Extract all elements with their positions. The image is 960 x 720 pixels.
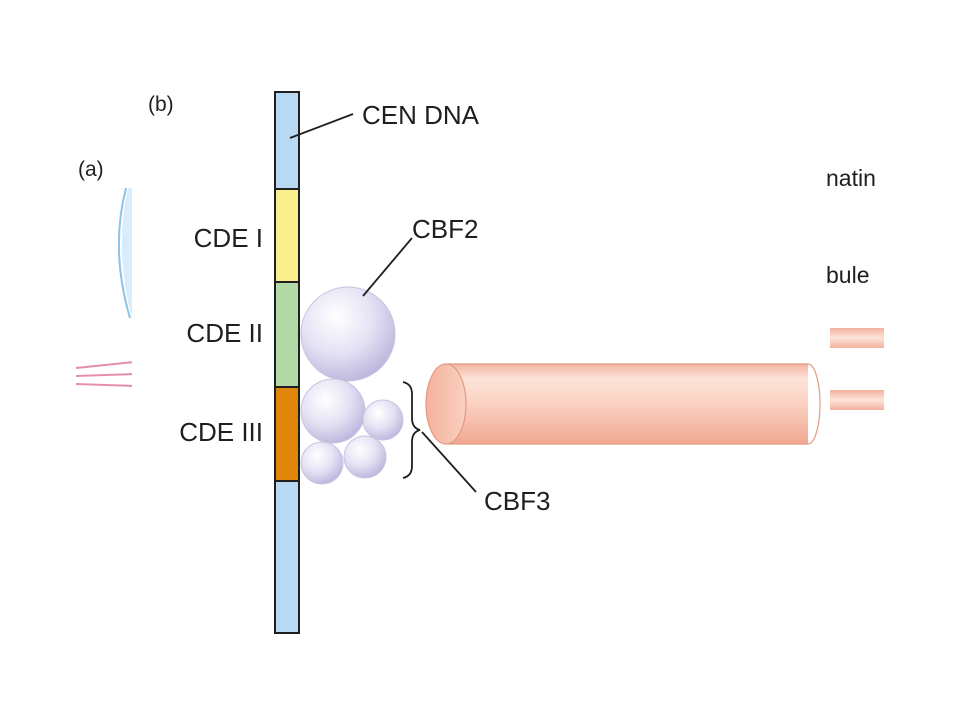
fiber-line-3 <box>75 383 135 387</box>
fiber-line-1 <box>75 361 135 369</box>
cde1-segment <box>275 189 299 282</box>
cen-dna-leader <box>289 113 354 139</box>
cbf2-leader <box>362 237 413 297</box>
microtubule-outline <box>446 363 821 445</box>
cde2-label: CDE II <box>186 318 263 348</box>
dna-segment-bottom <box>275 481 299 633</box>
cbf3-sphere-4 <box>300 441 344 485</box>
labels: CEN DNA CDE I CDE II CDE III CBF2 CBF3 <box>179 100 550 516</box>
cde3-segment <box>275 387 299 481</box>
panel-a-label: (a) <box>78 158 104 181</box>
dna-outline <box>274 91 300 634</box>
microtubule-stub-upper <box>830 328 884 348</box>
cbf-proteins <box>300 286 404 485</box>
fiber-line-2 <box>75 373 135 377</box>
cbf3-brace <box>402 381 421 479</box>
microtubule-end <box>425 363 467 445</box>
chromatin-label-fragment: natin <box>826 165 876 191</box>
cbf3-sphere-1 <box>300 378 366 444</box>
cde2-segment <box>275 282 299 387</box>
cbf3-leader <box>421 431 477 493</box>
cde3-label: CDE III <box>179 417 263 447</box>
microtubule-body <box>446 364 808 444</box>
cbf3-sphere-2 <box>362 399 404 441</box>
microtubule-stub-lower <box>830 390 884 410</box>
cde1-label: CDE I <box>194 223 263 253</box>
panel-b-label: (b) <box>148 93 174 116</box>
cbf3-sphere-3 <box>343 435 387 479</box>
cen-dna-label: CEN DNA <box>362 100 480 130</box>
microtubule <box>425 363 821 445</box>
dna-segment-top <box>275 92 299 189</box>
cbf2-sphere <box>300 286 396 382</box>
leader-lines <box>289 113 477 493</box>
cbf3-label: CBF3 <box>484 486 550 516</box>
right-fragments: natin bule <box>826 165 884 410</box>
microtubule-label-fragment: bule <box>826 262 869 288</box>
cen-dna-strand <box>274 91 300 634</box>
panel-a-fragment: (a) <box>75 158 140 387</box>
chromatin-outline-fragment <box>117 187 131 319</box>
cbf2-label: CBF2 <box>412 214 478 244</box>
panel-b-background <box>132 80 822 640</box>
